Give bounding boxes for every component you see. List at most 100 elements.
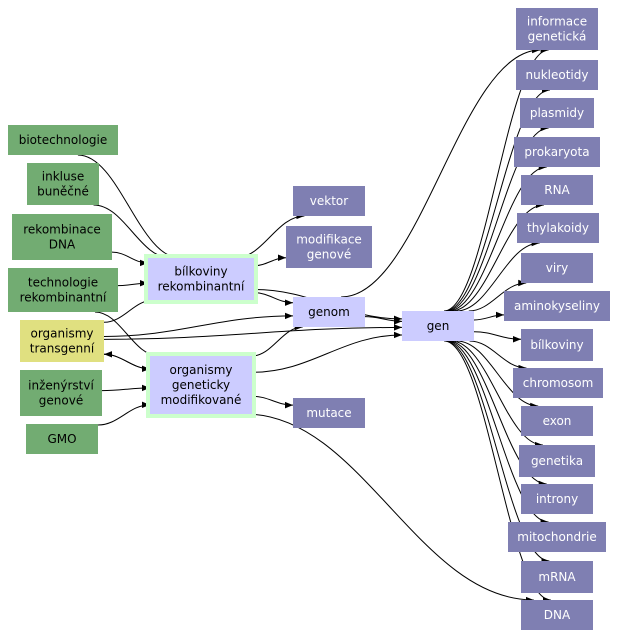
node-exon[interactable]: exon: [521, 406, 593, 436]
node-box: [8, 125, 118, 155]
node-label-line: DNA: [49, 238, 76, 252]
node-thylakoidy[interactable]: thylakoidy: [517, 213, 599, 243]
edge-gen-to-aminokyseliny: [473, 311, 505, 321]
node-mitochondrie[interactable]: mitochondrie: [508, 522, 606, 552]
edge-organismy_gm-to-mutace: [251, 395, 294, 409]
node-label-line: DNA: [544, 608, 571, 622]
node-gen[interactable]: gen: [402, 311, 474, 341]
node-label-line: gen: [427, 319, 450, 333]
node-label-line: rekombinace: [23, 223, 101, 237]
node-label-line: thylakoidy: [527, 221, 589, 235]
edge-organismy_gm-to-dna: [245, 413, 534, 604]
node-introny[interactable]: introny: [521, 484, 593, 514]
node-label-line: vektor: [310, 194, 348, 208]
node-box: [520, 98, 594, 128]
edge-gen-to-thylakoidy: [456, 239, 540, 312]
node-box: [521, 406, 593, 436]
node-label-line: buněčné: [37, 185, 89, 199]
node-box: [521, 600, 593, 630]
node-box: [521, 253, 593, 283]
node-rna[interactable]: RNA: [521, 175, 593, 205]
node-box: [12, 214, 112, 260]
node-genom[interactable]: genom: [293, 297, 365, 327]
node-label-line: genové: [307, 248, 351, 262]
node-label-line: RNA: [544, 183, 570, 197]
nodes-layer: biotechnologieinklusebuněčnérekombinaceD…: [8, 8, 610, 630]
node-gmo[interactable]: GMO: [26, 424, 98, 454]
node-biotechnologie[interactable]: biotechnologie: [8, 125, 118, 155]
node-prokaryota[interactable]: prokaryota: [514, 137, 600, 167]
node-box: [27, 163, 99, 205]
edge-inzenyrstvi-to-organismy_gm: [101, 384, 151, 392]
node-box: [516, 60, 598, 90]
node-label-line: technologie: [28, 276, 98, 290]
node-box: [20, 370, 102, 416]
node-box: [293, 186, 365, 216]
node-label-line: plasmidy: [530, 106, 584, 120]
node-box: [8, 268, 118, 312]
edge-gen-to-exon: [456, 340, 539, 410]
node-label-line: rekombinantní: [20, 291, 107, 305]
node-plasmidy[interactable]: plasmidy: [520, 98, 594, 128]
node-label-line: viry: [546, 261, 568, 275]
node-label-line: aminokyseliny: [514, 299, 600, 313]
edge-rekombinace-to-bilkoviny_rekomb: [111, 251, 149, 267]
node-box: [293, 398, 365, 428]
node-chromosom[interactable]: chromosom: [513, 368, 603, 398]
edge-organismy_gm-to-genom: [251, 323, 303, 357]
edge-technologie-to-bilkoviny_rekomb: [117, 280, 149, 287]
node-box: [508, 522, 606, 552]
node-viry[interactable]: viry: [521, 253, 593, 283]
edge-gen-to-introny: [448, 340, 547, 488]
node-genetika[interactable]: genetika: [519, 445, 595, 477]
node-label-line: genetická: [528, 30, 587, 44]
node-label-line: genom: [308, 305, 350, 319]
node-label-line: modifikované: [161, 393, 242, 407]
edge-organismy_gm-to-organismy_transgenni: [103, 351, 151, 370]
node-label-line: genetika: [531, 454, 583, 468]
edge-biotechnologie-to-bilkoviny_rekomb: [77, 154, 181, 262]
edge-gen-to-plasmidy: [446, 124, 549, 312]
node-label-line: mRNA: [538, 570, 576, 584]
node-box: [150, 356, 252, 414]
node-label-line: introny: [536, 492, 578, 506]
node-label-line: bílkoviny: [174, 265, 227, 279]
edge-bilkoviny_rekomb-to-modifikace: [253, 254, 287, 267]
node-box: [521, 484, 593, 514]
node-vektor[interactable]: vektor: [293, 186, 365, 216]
node-box: [20, 320, 104, 362]
node-bilkoviny[interactable]: bílkoviny: [521, 329, 593, 361]
node-mrna[interactable]: mRNA: [521, 561, 593, 593]
edge-gmo-to-organismy_gm: [97, 401, 151, 426]
edge-gen-to-genetika: [451, 340, 543, 449]
node-label-line: informace: [527, 15, 587, 29]
edge-genom-to-informace: [341, 46, 541, 298]
node-box: [148, 258, 254, 300]
node-aminokyseliny[interactable]: aminokyseliny: [504, 291, 610, 321]
node-label-line: inženýrství: [28, 379, 94, 393]
node-mutace[interactable]: mutace: [293, 398, 365, 428]
node-label-line: organismy: [30, 327, 93, 341]
node-label-line: geneticky: [172, 378, 230, 392]
node-nukleotidy[interactable]: nukleotidy: [516, 60, 598, 90]
edge-gen-to-rna: [451, 201, 544, 312]
node-label-line: exon: [543, 414, 572, 428]
node-box: [26, 424, 98, 454]
node-box: [286, 226, 372, 268]
edge-gen-to-viry: [468, 279, 527, 312]
node-label-line: inkluse: [42, 170, 84, 184]
node-label-line: biotechnologie: [19, 133, 108, 147]
node-box: [514, 137, 600, 167]
node-box: [517, 213, 599, 243]
node-dna[interactable]: DNA: [521, 600, 593, 630]
